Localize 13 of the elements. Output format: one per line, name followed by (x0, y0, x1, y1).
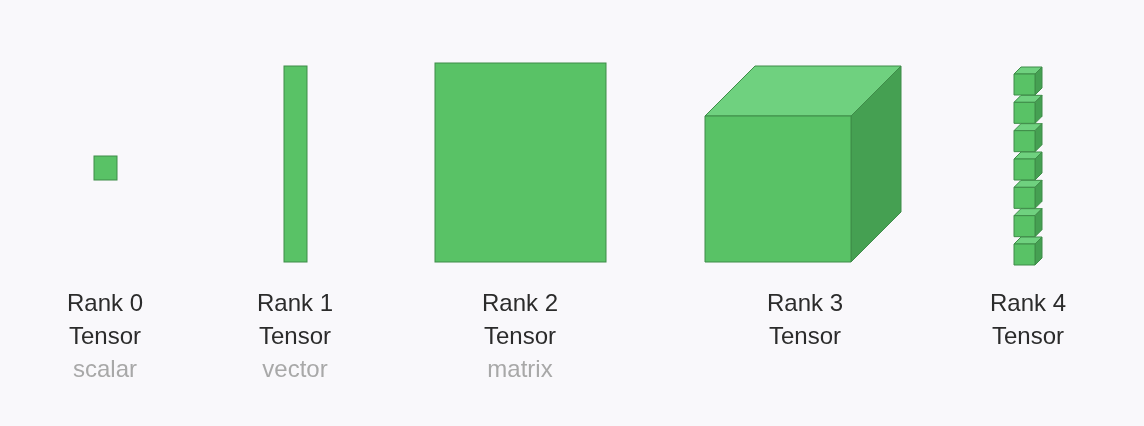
bar-drawing (283, 65, 308, 263)
stacked-cubes-drawing (1013, 66, 1043, 266)
rank-label: Rank 4 Tensor (988, 288, 1067, 351)
rank-label: Rank 0 Tensor (65, 288, 144, 351)
tensor-type-label: matrix (487, 354, 553, 384)
rank-label: Rank 1 Tensor (255, 288, 334, 351)
rank-label: Rank 2 Tensor (480, 288, 559, 351)
square-drawing (93, 155, 118, 181)
tensor-type-label: scalar (73, 354, 137, 384)
rank-label: Rank 3 Tensor (765, 288, 844, 351)
tensor-type-label: vector (262, 354, 328, 384)
cube-drawing (704, 65, 902, 263)
square-drawing (434, 62, 607, 263)
